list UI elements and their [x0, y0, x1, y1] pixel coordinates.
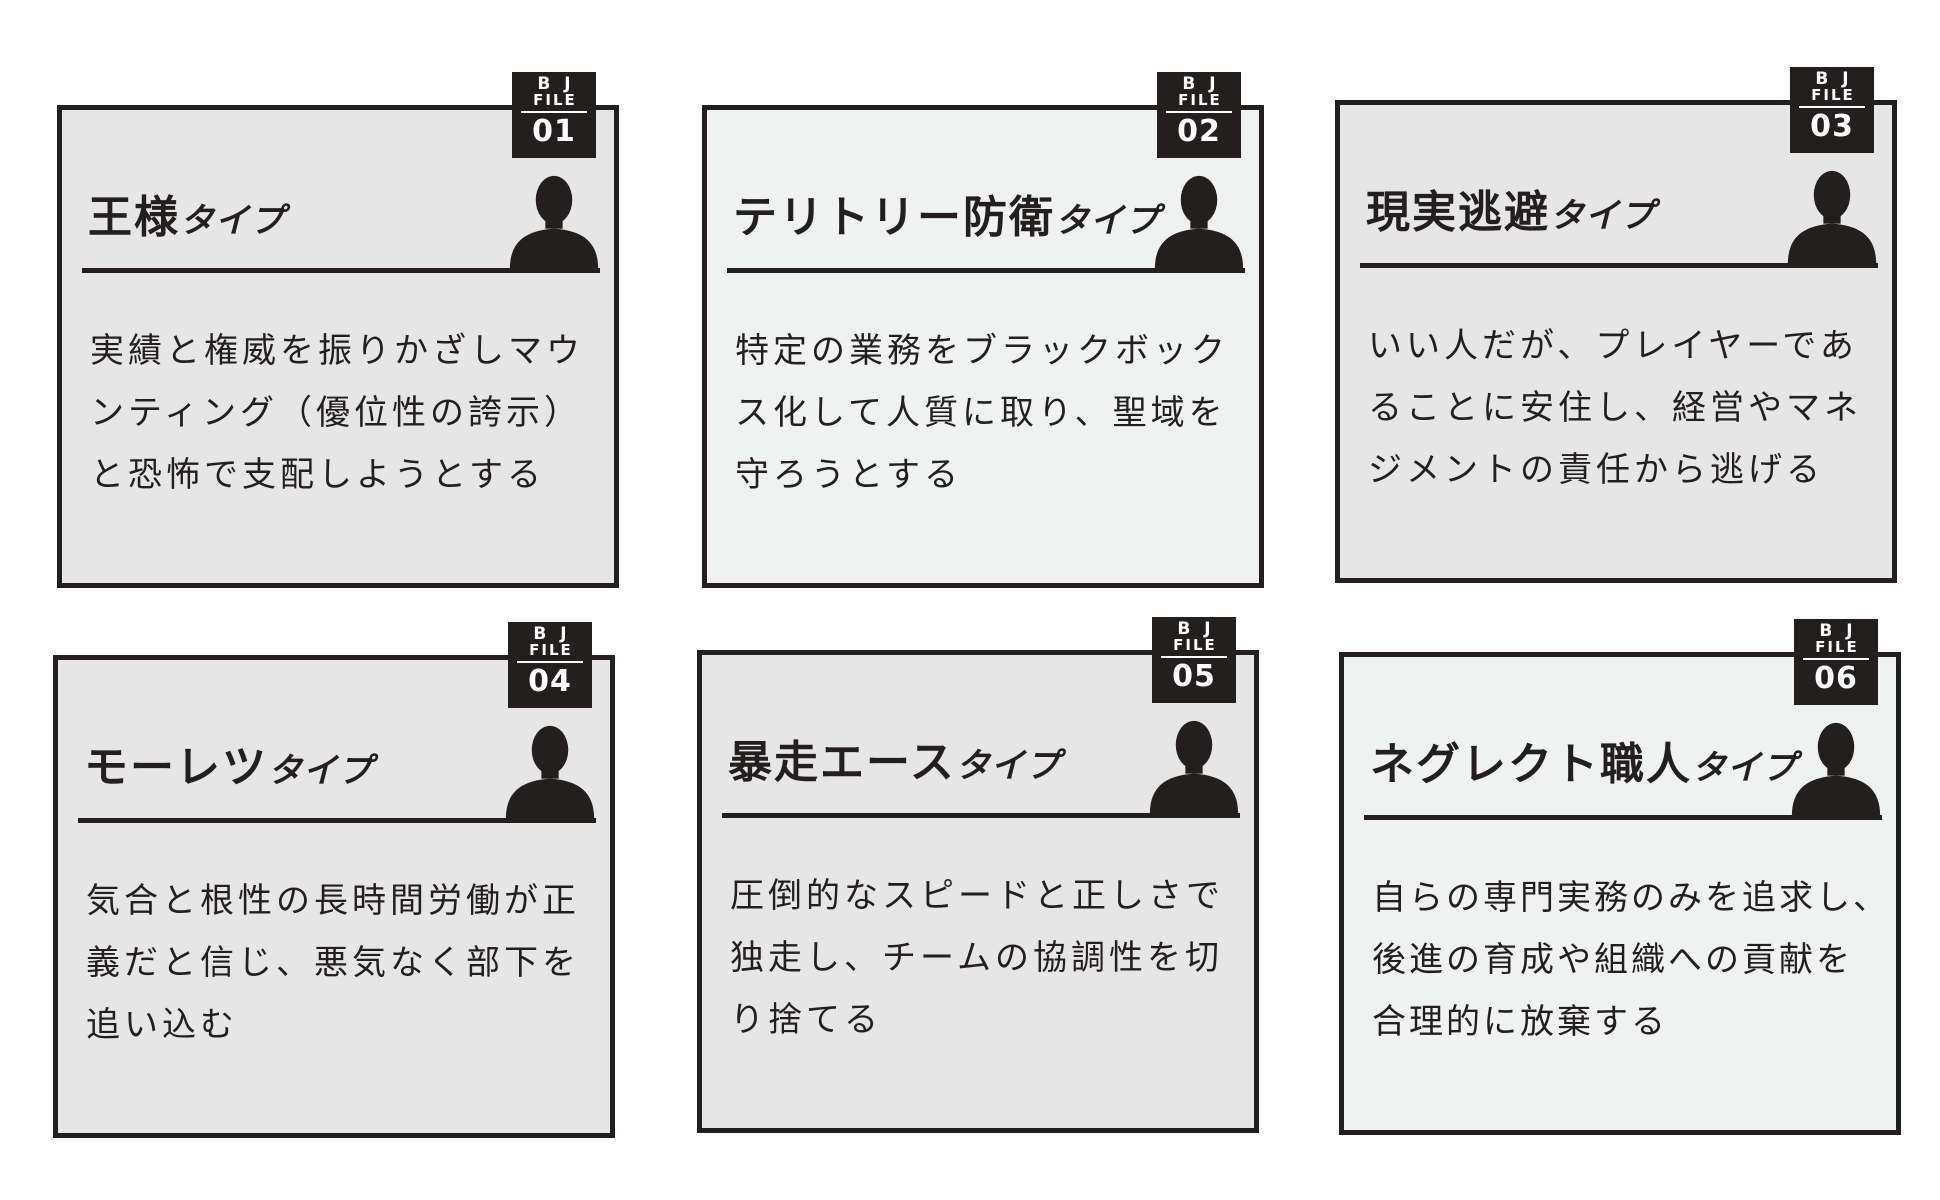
badge-number: 03	[1810, 109, 1854, 144]
card-header: テリトリー防衛タイプ	[727, 158, 1245, 273]
badge-bj-label: B J	[533, 624, 571, 644]
badge-number: 02	[1177, 114, 1221, 149]
bj-file-badge: B J FILE 01	[512, 72, 596, 158]
badge-bj-label: B J	[1819, 621, 1857, 641]
type-description: 実績と権威を振りかざしマウ ンティング（優位性の誇示） と恐怖で支配しようとする	[90, 320, 600, 506]
person-silhouette-icon	[1154, 175, 1244, 269]
type-name: テリトリー防衛	[733, 192, 1055, 243]
card-header: 暴走エースタイプ	[722, 703, 1240, 818]
type-suffix: タイプ	[1550, 196, 1655, 236]
badge-bj-label: B J	[1182, 74, 1220, 94]
badge-file-label: FILE	[529, 641, 573, 659]
badge-number: 05	[1172, 659, 1216, 694]
bj-file-badge: B J FILE 03	[1790, 67, 1874, 153]
type-card-01: B J FILE 01 王様タイプ 実績と権威を振りかざしマウ ンティング（優位…	[57, 72, 619, 588]
badge-bj-label: B J	[1177, 619, 1215, 639]
type-name: ネグレクト職人	[1370, 739, 1692, 790]
description-line: と恐怖で支配しようとする	[90, 455, 545, 495]
badge-divider	[517, 661, 583, 663]
type-description: 気合と根性の長時間労働が正 義だと信じ、悪気なく部下を 追い込む	[86, 870, 596, 1056]
description-line: 特定の業務をブラックボック	[735, 331, 1229, 371]
type-name: モーレツ	[84, 742, 268, 793]
badge-number: 06	[1814, 661, 1858, 696]
type-name: 現実逃避	[1366, 187, 1550, 238]
type-description: いい人だが、プレイヤーであ ることに安住し、経営やマネ ジメントの責任から逃げる	[1368, 315, 1878, 501]
type-suffix: タイプ	[1692, 748, 1797, 788]
badge-bj-label: B J	[537, 74, 575, 94]
description-line: 合理的に放棄する	[1372, 1002, 1668, 1042]
bj-file-badge: B J FILE 04	[508, 622, 592, 708]
description-line: 守ろうとする	[735, 455, 962, 495]
badge-divider	[1803, 658, 1869, 660]
type-suffix: タイプ	[1055, 201, 1160, 241]
type-card-04: B J FILE 04 モーレツタイプ 気合と根性の長時間労働が正 義だと信じ、…	[53, 622, 615, 1138]
type-title: 王様タイプ	[88, 196, 285, 240]
description-line: ることに安住し、経営やマネ	[1368, 388, 1862, 428]
badge-number: 01	[532, 114, 576, 149]
type-title: 現実逃避タイプ	[1366, 191, 1655, 235]
type-title: ネグレクト職人タイプ	[1370, 743, 1797, 787]
card-header: 現実逃避タイプ	[1360, 153, 1878, 268]
type-suffix: タイプ	[268, 751, 373, 791]
description-line: ス化して人質に取り、聖域を	[735, 393, 1227, 433]
description-line: 気合と根性の長時間労働が正	[86, 881, 580, 921]
type-card-06: B J FILE 06 ネグレクト職人タイプ 自らの専門実務のみを追求し、 後進…	[1339, 619, 1901, 1135]
description-line: ジメントの責任から逃げる	[1368, 450, 1824, 490]
person-silhouette-icon	[1149, 720, 1239, 814]
badge-bj-label: B J	[1815, 69, 1853, 89]
type-name: 暴走エース	[728, 737, 956, 788]
type-name: 王様	[88, 192, 180, 243]
badge-divider	[1799, 106, 1865, 108]
card-header: モーレツタイプ	[78, 708, 596, 823]
badge-divider	[1166, 111, 1232, 113]
badge-file-label: FILE	[533, 91, 577, 109]
badge-divider	[1161, 656, 1227, 658]
type-title: 暴走エースタイプ	[728, 741, 1061, 785]
type-title: テリトリー防衛タイプ	[733, 196, 1160, 240]
card-header: ネグレクト職人タイプ	[1364, 705, 1882, 820]
description-line: 独走し、チームの協調性を切	[730, 938, 1223, 978]
person-silhouette-icon	[1787, 170, 1877, 264]
badge-divider	[521, 111, 587, 113]
type-suffix: タイプ	[180, 201, 285, 241]
type-suffix: タイプ	[955, 746, 1061, 786]
card-header: 王様タイプ	[82, 158, 600, 273]
type-description: 特定の業務をブラックボック ス化して人質に取り、聖域を 守ろうとする	[735, 320, 1245, 506]
type-card-03: B J FILE 03 現実逃避タイプ いい人だが、プレイヤーであ ることに安住…	[1335, 67, 1897, 583]
description-line: 追い込む	[86, 1005, 238, 1045]
bj-file-badge: B J FILE 06	[1794, 619, 1878, 705]
type-card-02: B J FILE 02 テリトリー防衛タイプ 特定の業務をブラックボック ス化し…	[702, 72, 1264, 588]
description-line: り捨てる	[730, 1000, 882, 1040]
badge-number: 04	[528, 664, 572, 699]
badge-file-label: FILE	[1173, 636, 1217, 654]
person-silhouette-icon	[509, 175, 599, 269]
description-line: 圧倒的なスピードと正しさで	[730, 876, 1224, 916]
bj-file-badge: B J FILE 02	[1157, 72, 1241, 158]
type-description: 自らの専門実務のみを追求し、 後進の育成や組織への貢献を 合理的に放棄する	[1372, 867, 1890, 1053]
description-line: 義だと信じ、悪気なく部下を	[86, 943, 580, 983]
bj-file-badge: B J FILE 05	[1152, 617, 1236, 703]
description-line: ンティング（優位性の誇示）	[90, 393, 582, 433]
type-description: 圧倒的なスピードと正しさで 独走し、チームの協調性を切 り捨てる	[730, 865, 1240, 1051]
badge-file-label: FILE	[1815, 638, 1859, 656]
badge-file-label: FILE	[1178, 91, 1222, 109]
description-line: 後進の育成や組織への貢献を	[1372, 940, 1853, 980]
person-silhouette-icon	[1791, 722, 1881, 816]
type-title: モーレツタイプ	[84, 746, 373, 790]
description-line: 実績と権威を振りかざしマウ	[90, 331, 584, 371]
type-card-05: B J FILE 05 暴走エースタイプ 圧倒的なスピードと正しさで 独走し、チ…	[697, 617, 1259, 1133]
description-line: いい人だが、プレイヤーであ	[1368, 326, 1858, 366]
description-line: 自らの専門実務のみを追求し、	[1372, 878, 1890, 918]
person-silhouette-icon	[505, 725, 595, 819]
badge-file-label: FILE	[1811, 86, 1855, 104]
